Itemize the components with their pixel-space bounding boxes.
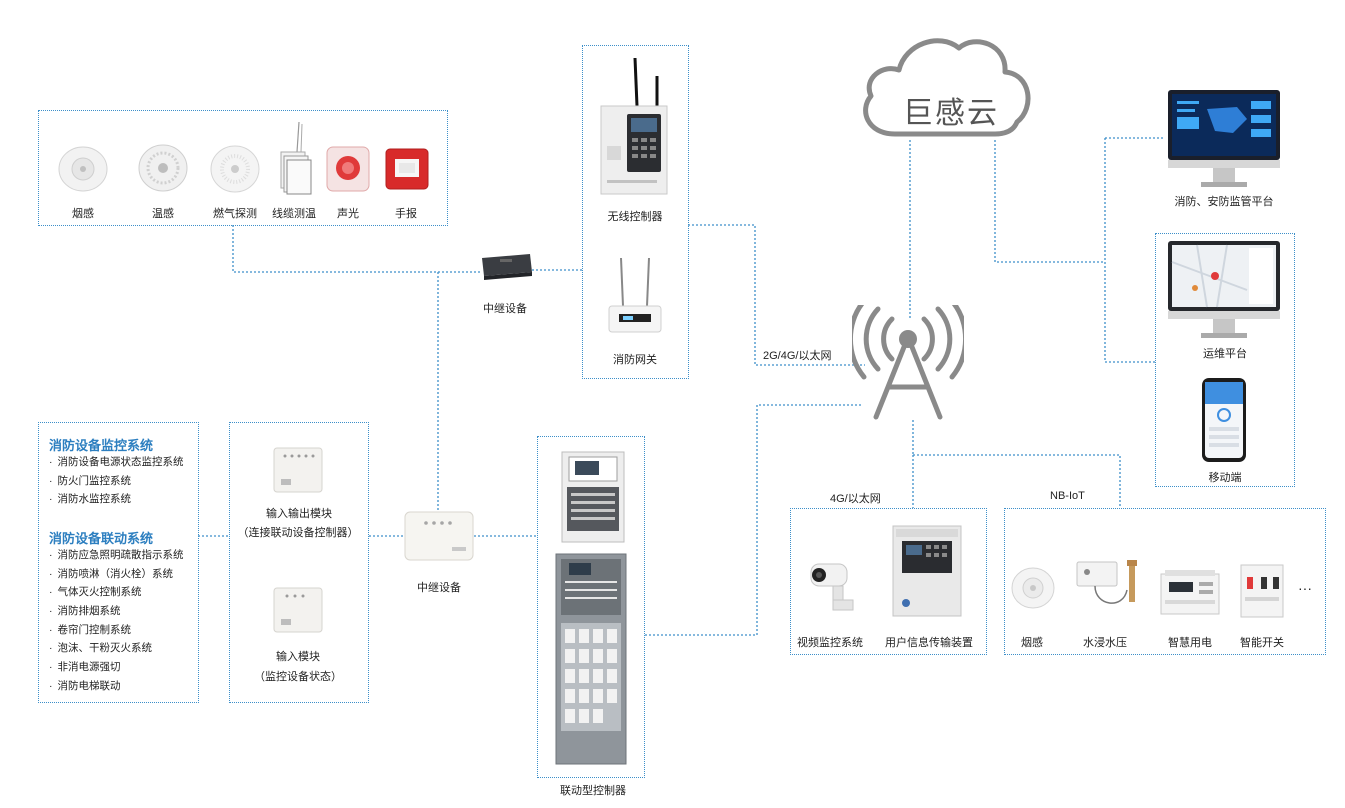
relay-top-label: 中继设备 bbox=[483, 303, 527, 315]
cable-temp-icon bbox=[273, 120, 315, 201]
line-linkage-tower bbox=[645, 404, 862, 636]
io-module-note: （连接联动设备控制器） bbox=[237, 527, 359, 539]
linkage-system-title: 消防设备联动系统 bbox=[49, 531, 154, 546]
cloud: 巨感云 bbox=[855, 30, 1035, 142]
linkage-controller-group bbox=[537, 436, 645, 778]
sensor-label-cable: 线缆测温 bbox=[272, 208, 316, 220]
linkage-system-item: 消防电梯联动 bbox=[49, 677, 184, 696]
linkage-controller-label: 联动型控制器 bbox=[560, 785, 626, 797]
signal-tower-icon bbox=[848, 298, 968, 428]
linkage-panel-icon bbox=[561, 451, 625, 548]
sensor-label-smoke: 烟感 bbox=[72, 208, 94, 220]
mobile-label: 移动端 bbox=[1208, 472, 1242, 484]
branch-nb-label: NB-IoT bbox=[1050, 490, 1085, 502]
platform-group bbox=[1155, 233, 1295, 487]
smart-switch-icon bbox=[1239, 563, 1285, 624]
relay-middle-icon bbox=[404, 511, 474, 566]
linkage-system-item: 卷帘门控制系统 bbox=[49, 621, 184, 640]
smart-switch-label: 智能开关 bbox=[1240, 637, 1284, 649]
linkage-system-item: 气体灭火控制系统 bbox=[49, 583, 184, 602]
water-pressure-icon bbox=[1075, 558, 1147, 621]
ops-label: 运维平台 bbox=[1203, 348, 1247, 360]
input-module-note: （监控设备状态） bbox=[254, 671, 342, 683]
network-link-label: 2G/4G/以太网 bbox=[763, 350, 832, 362]
ops-monitor-icon bbox=[1167, 240, 1281, 345]
sensor-label-manual: 手报 bbox=[395, 208, 417, 220]
wireless-controller-icon bbox=[597, 56, 671, 201]
sensor-label-sound-light: 声光 bbox=[337, 208, 359, 220]
sensor-label-gas: 燃气探测 bbox=[213, 208, 257, 220]
water-pressure-label: 水浸水压 bbox=[1083, 637, 1127, 649]
input-module-icon bbox=[273, 587, 323, 638]
supervision-monitor-icon bbox=[1167, 89, 1281, 194]
branch-nb-group bbox=[1004, 508, 1326, 655]
fire-gateway-icon bbox=[607, 256, 663, 341]
linkage-system-item: 消防应急照明疏散指示系统 bbox=[49, 546, 184, 565]
relay-device-icon bbox=[478, 248, 534, 287]
monitor-system-item: 消防水监控系统 bbox=[49, 490, 184, 509]
nb-smoke-sensor-icon bbox=[1011, 566, 1055, 615]
cloud-icon bbox=[863, 38, 1031, 137]
line-branch-nb bbox=[913, 454, 1121, 508]
transmission-device-icon bbox=[892, 525, 962, 622]
smart-power-label: 智慧用电 bbox=[1168, 637, 1212, 649]
monitor-system-title: 消防设备监控系统 bbox=[49, 438, 154, 453]
linkage-cabinet-icon bbox=[555, 553, 627, 770]
systems-group bbox=[38, 422, 199, 703]
manual-alarm-icon bbox=[385, 148, 429, 195]
linkage-system-item: 泡沫、干粉灭火系统 bbox=[49, 639, 184, 658]
branch-4g-label: 4G/以太网 bbox=[830, 493, 881, 505]
line-platform-bus bbox=[1104, 138, 1155, 363]
relay-middle-label: 中继设备 bbox=[417, 582, 461, 594]
cloud-label: 巨感云 bbox=[903, 97, 999, 130]
smoke-sensor-icon bbox=[57, 145, 109, 198]
linkage-system-list: 消防应急照明疏散指示系统 消防喷淋（消火栓）系统 气体灭火控制系统 消防排烟系统… bbox=[49, 546, 184, 696]
linkage-system-item: 非消电源强切 bbox=[49, 658, 184, 677]
camera-label: 视频监控系统 bbox=[797, 637, 863, 649]
heat-sensor-icon bbox=[137, 143, 189, 198]
linkage-system-item: 消防排烟系统 bbox=[49, 602, 184, 621]
monitor-system-list: 消防设备电源状态监控系统 防火门监控系统 消防水监控系统 bbox=[49, 453, 184, 509]
smart-power-icon bbox=[1159, 568, 1221, 621]
more-ellipsis: ··· bbox=[1298, 580, 1312, 596]
mobile-phone-icon bbox=[1201, 377, 1247, 468]
camera-icon bbox=[805, 558, 857, 621]
io-module-label: 输入输出模块 bbox=[266, 508, 332, 520]
sensors-group bbox=[38, 110, 448, 226]
fire-gateway-label: 消防网关 bbox=[613, 354, 657, 366]
io-module-icon bbox=[273, 447, 323, 498]
branch-4g-group bbox=[790, 508, 987, 655]
controller-group bbox=[582, 45, 689, 379]
sound-light-icon bbox=[326, 146, 370, 197]
line-controller-tower bbox=[688, 224, 865, 366]
line-cloud-platforms bbox=[994, 140, 1105, 263]
nb-smoke-label: 烟感 bbox=[1021, 637, 1043, 649]
monitor-system-item: 消防设备电源状态监控系统 bbox=[49, 453, 184, 472]
wireless-controller-label: 无线控制器 bbox=[607, 211, 663, 223]
supervision-label: 消防、安防监管平台 bbox=[1174, 196, 1274, 208]
linkage-system-item: 消防喷淋（消火栓）系统 bbox=[49, 565, 184, 584]
input-module-label: 输入模块 bbox=[276, 651, 320, 663]
line-sensors-relay bbox=[232, 225, 480, 273]
modules-group bbox=[229, 422, 369, 703]
transmission-device-label: 用户信息传输装置 bbox=[885, 637, 973, 649]
monitor-system-item: 防火门监控系统 bbox=[49, 472, 184, 491]
gas-detector-icon bbox=[209, 144, 261, 199]
sensor-label-heat: 温感 bbox=[152, 208, 174, 220]
